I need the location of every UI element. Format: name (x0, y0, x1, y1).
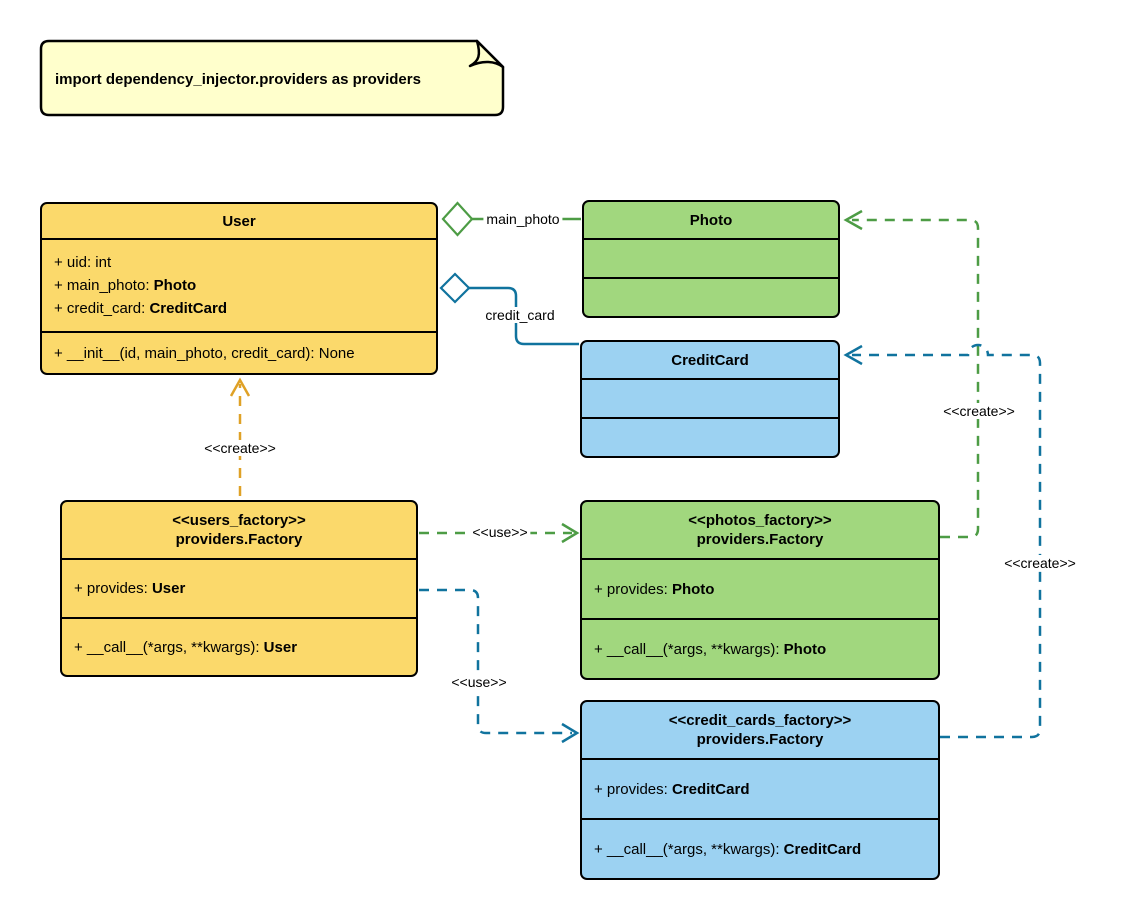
open-arrowhead-create-credit-card-icon (843, 344, 863, 366)
edge-label-use-credit-cards: <<use>> (448, 674, 510, 690)
aggregation-diamond-credit-card-icon (439, 272, 471, 304)
class-user-attributes: + uid: int + main_photo: Photo + credit_… (42, 240, 436, 331)
open-arrowhead-use-photos-icon (561, 522, 580, 544)
class-name: providers.Factory (696, 531, 824, 548)
class-photos-factory-attributes: + provides: Photo (582, 560, 938, 618)
class-photo: Photo (582, 200, 840, 318)
class-creditcard-methods-empty (582, 419, 838, 456)
class-credit-cards-factory: <<credit_cards_factory>> providers.Facto… (580, 700, 940, 880)
class-photos-factory: <<photos_factory>> providers.Factory + p… (580, 500, 940, 680)
attribute-line: + uid: int (54, 254, 112, 271)
open-arrowhead-use-credit-cards-icon (561, 722, 580, 744)
attribute-line: + provides: Photo (594, 580, 715, 598)
class-users-factory-title: <<users_factory>> providers.Factory (62, 502, 416, 560)
attribute-line: + main_photo: Photo (54, 277, 197, 294)
class-photo-attributes-empty (584, 240, 838, 279)
class-photos-factory-title: <<photos_factory>> providers.Factory (582, 502, 938, 560)
class-creditcard-title: CreditCard (582, 342, 838, 380)
edge-label-create-photo: <<create>> (940, 403, 1018, 419)
open-arrowhead-create-user-icon (229, 377, 251, 397)
class-users-factory-methods: + __call__(*args, **kwargs): User (62, 617, 416, 675)
edge-label-main-photo: main_photo (483, 211, 563, 227)
class-creditcard: CreditCard (580, 340, 840, 458)
method-line: + __call__(*args, **kwargs): CreditCard (594, 840, 862, 858)
class-name: providers.Factory (696, 731, 824, 748)
use-credit-cards-dashed-line (419, 588, 572, 735)
edge-label-create-user: <<create>> (201, 440, 279, 456)
class-name: providers.Factory (175, 531, 303, 548)
class-user-title: User (42, 204, 436, 240)
class-users-factory-attributes: + provides: User (62, 560, 416, 617)
class-creditcard-attributes-empty (582, 380, 838, 419)
stereotype: <<credit_cards_factory>> (668, 712, 852, 729)
method-line: + __call__(*args, **kwargs): Photo (594, 640, 827, 658)
note-folded-corner-icon (468, 39, 505, 69)
open-arrowhead-create-photo-icon (843, 209, 863, 231)
edge-label-create-credit-card: <<create>> (1001, 555, 1079, 571)
attribute-line: + credit_card: CreditCard (54, 300, 227, 317)
edge-label-use-photos: <<use>> (469, 524, 531, 540)
class-credit-cards-factory-title: <<credit_cards_factory>> providers.Facto… (582, 702, 938, 760)
class-credit-cards-factory-methods: + __call__(*args, **kwargs): CreditCard (582, 818, 938, 878)
method-line: + __init__(id, main_photo, credit_card):… (54, 344, 355, 362)
class-users-factory: <<users_factory>> providers.Factory + pr… (60, 500, 418, 677)
stereotype: <<users_factory>> (172, 512, 306, 529)
edge-label-credit-card: credit_card (482, 307, 558, 323)
class-user: User + uid: int + main_photo: Photo + cr… (40, 202, 438, 375)
stereotype: <<photos_factory>> (688, 512, 832, 529)
class-user-methods: + __init__(id, main_photo, credit_card):… (42, 331, 436, 373)
attribute-line: + provides: CreditCard (594, 780, 750, 798)
method-line: + __call__(*args, **kwargs): User (74, 638, 298, 656)
class-credit-cards-factory-attributes: + provides: CreditCard (582, 760, 938, 818)
class-photos-factory-methods: + __call__(*args, **kwargs): Photo (582, 618, 938, 678)
attribute-line: + provides: User (74, 580, 186, 597)
create-photo-dashed-line (852, 218, 980, 539)
note-text: import dependency_injector.providers as … (55, 70, 421, 88)
class-photo-title: Photo (584, 202, 838, 240)
class-photo-methods-empty (584, 279, 838, 316)
aggregation-diamond-main-photo-icon (441, 201, 474, 237)
